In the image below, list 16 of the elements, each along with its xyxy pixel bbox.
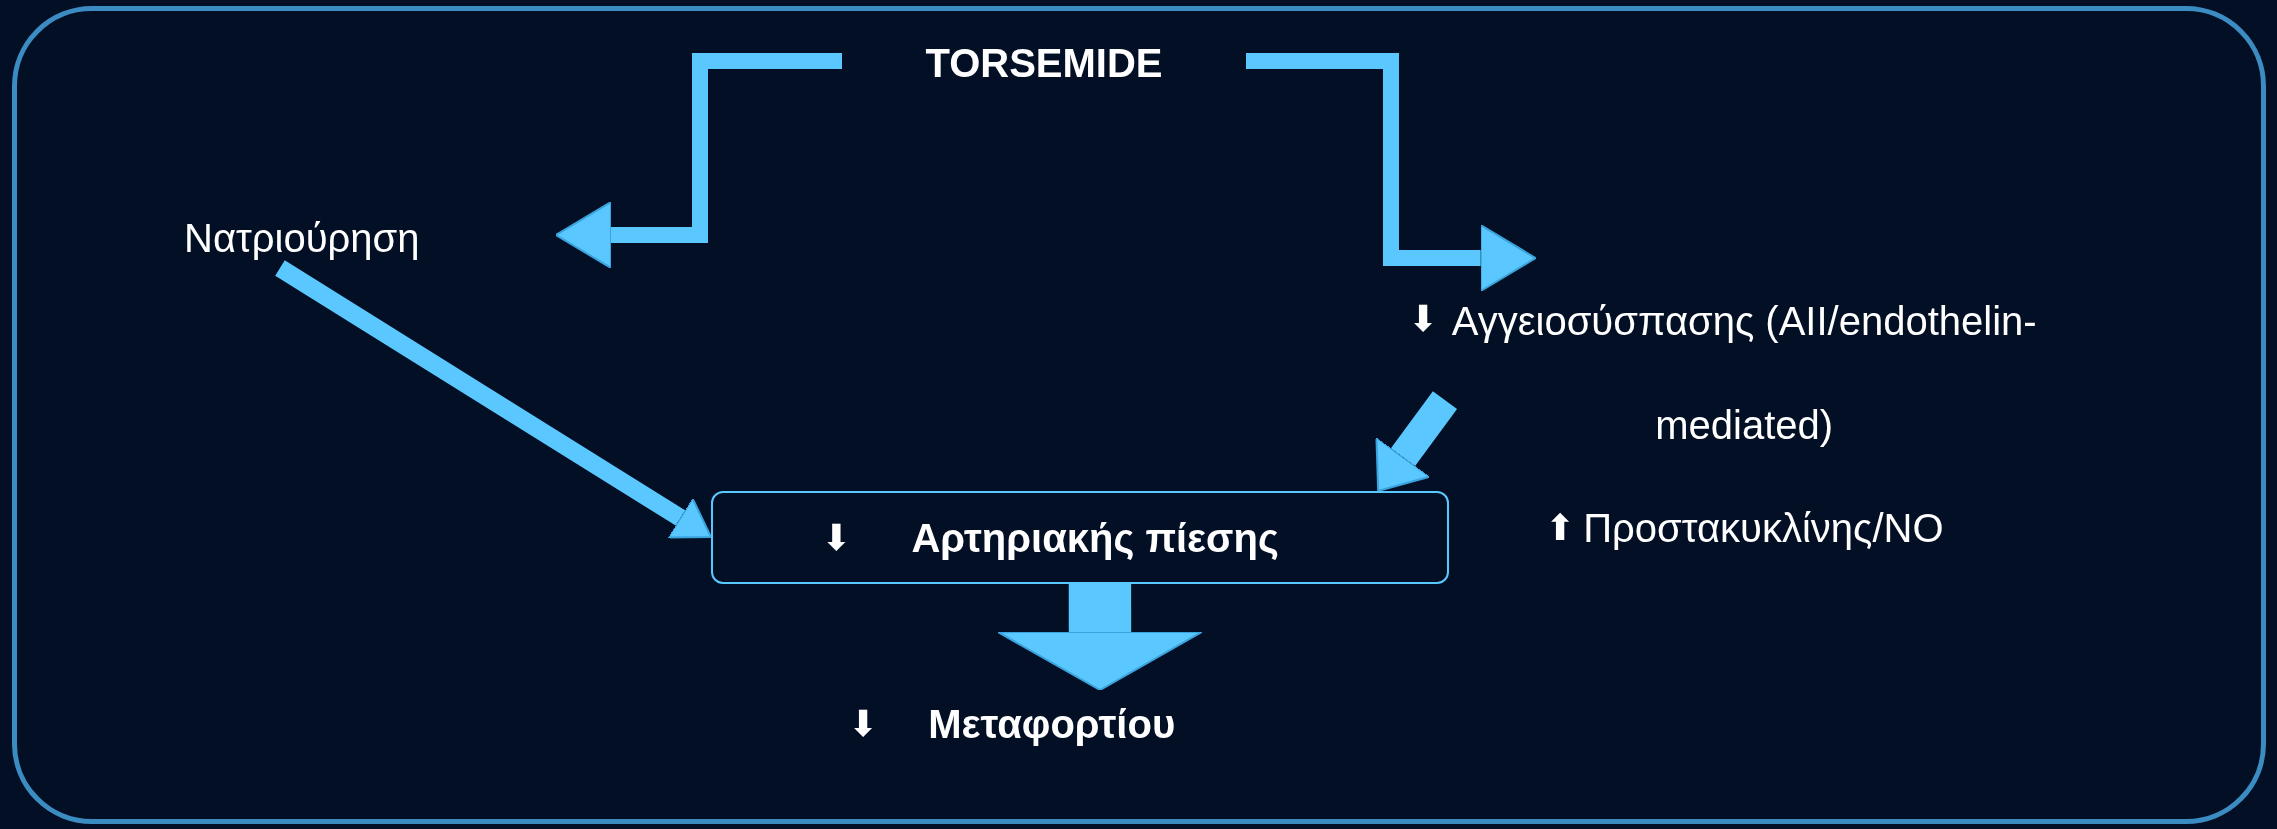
process-box [711, 491, 1449, 584]
node-label: Νατριούρηση [184, 215, 420, 262]
node-label: Αγγειοσύσπασης (AII/endothelin-mediated) [1450, 298, 2038, 449]
arrow [997, 584, 1203, 691]
arrow [1246, 53, 1537, 293]
arrow-glyph: ⬇ [821, 519, 852, 556]
node-label: Αρτηριακής πίεσης [911, 514, 1279, 562]
node-label: TORSEMIDE [925, 40, 1163, 87]
arrow-glyph: ⬇ [1408, 301, 1439, 337]
arrow-glyph: ⬆ [1545, 510, 1576, 546]
arrow-glyph: ⬇ [848, 706, 879, 742]
node-label: Μεταφορτίου [928, 701, 1176, 748]
arrow [275, 260, 712, 539]
arrow [1375, 391, 1458, 492]
arrow [555, 53, 842, 269]
node-label: Προστακυκλίνης/NO [1583, 505, 1944, 552]
